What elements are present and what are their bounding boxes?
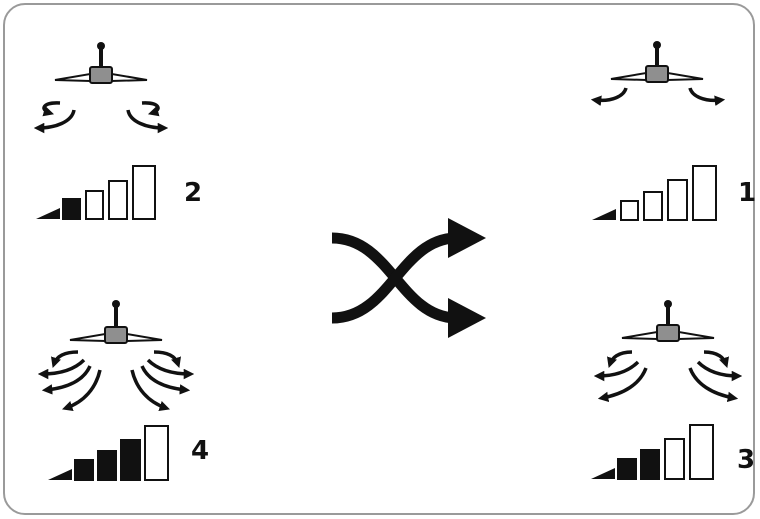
panel-bottom-left: 4 (37, 300, 209, 481)
speed-level-bars-icon (592, 165, 717, 221)
airflow-arrows-icon (590, 87, 726, 106)
speed-level-label: 3 (737, 445, 755, 475)
panel-bottom-right: 3 (591, 300, 755, 480)
ceiling-fan-icon (54, 42, 148, 84)
ceiling-fan-icon (610, 41, 704, 83)
ceiling-fan-icon (69, 300, 163, 344)
panel-top-right: 1 (590, 41, 756, 221)
airflow-arrows-icon (37, 350, 195, 411)
speed-level-label: 2 (184, 178, 202, 208)
speed-level-label: 1 (738, 178, 756, 208)
speed-level-bars-icon (36, 165, 156, 220)
speed-level-bars-icon (48, 425, 169, 481)
airflow-arrows-icon (593, 350, 743, 403)
airflow-arrows-icon (33, 101, 169, 134)
panel-top-left: 2 (33, 42, 202, 220)
speed-level-label: 4 (191, 436, 209, 466)
ceiling-fan-icon (621, 300, 715, 342)
shuffle-arrows-icon (331, 218, 486, 338)
speed-level-bars-icon (591, 424, 714, 480)
